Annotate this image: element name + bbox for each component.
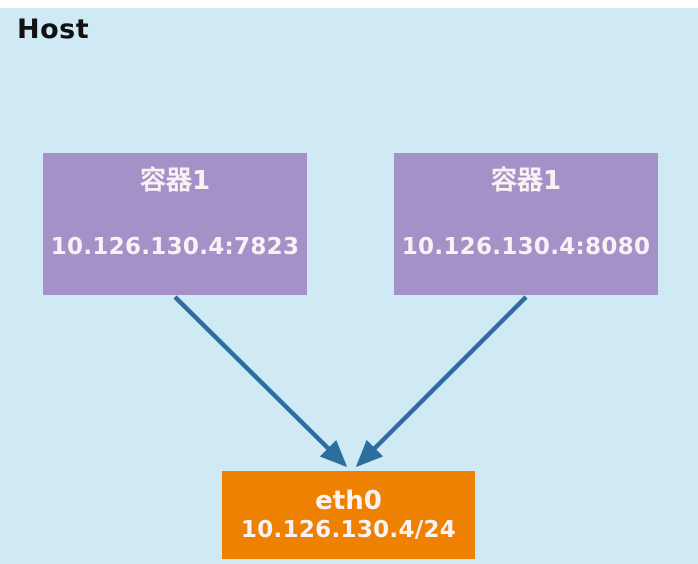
host-label: Host [17,14,90,45]
container-2-address: 10.126.130.4:8080 [401,234,651,260]
container-1-address: 10.126.130.4:7823 [50,234,300,260]
eth0-name: eth0 [315,486,382,516]
container-2-title: 容器1 [490,166,562,196]
container-1-title: 容器1 [139,166,211,196]
arrow-container1-to-eth0 [173,295,348,468]
eth0-box: eth0 10.126.130.4/24 [222,471,475,559]
container-box-1: 容器1 10.126.130.4:7823 [43,153,307,295]
host-boundary: Host 容器1 10.126.130.4:7823 容器1 10.126.13… [0,8,698,564]
container-box-2: 容器1 10.126.130.4:8080 [394,153,658,295]
eth0-address: 10.126.130.4/24 [240,517,457,543]
arrow-container2-to-eth0 [355,295,528,468]
